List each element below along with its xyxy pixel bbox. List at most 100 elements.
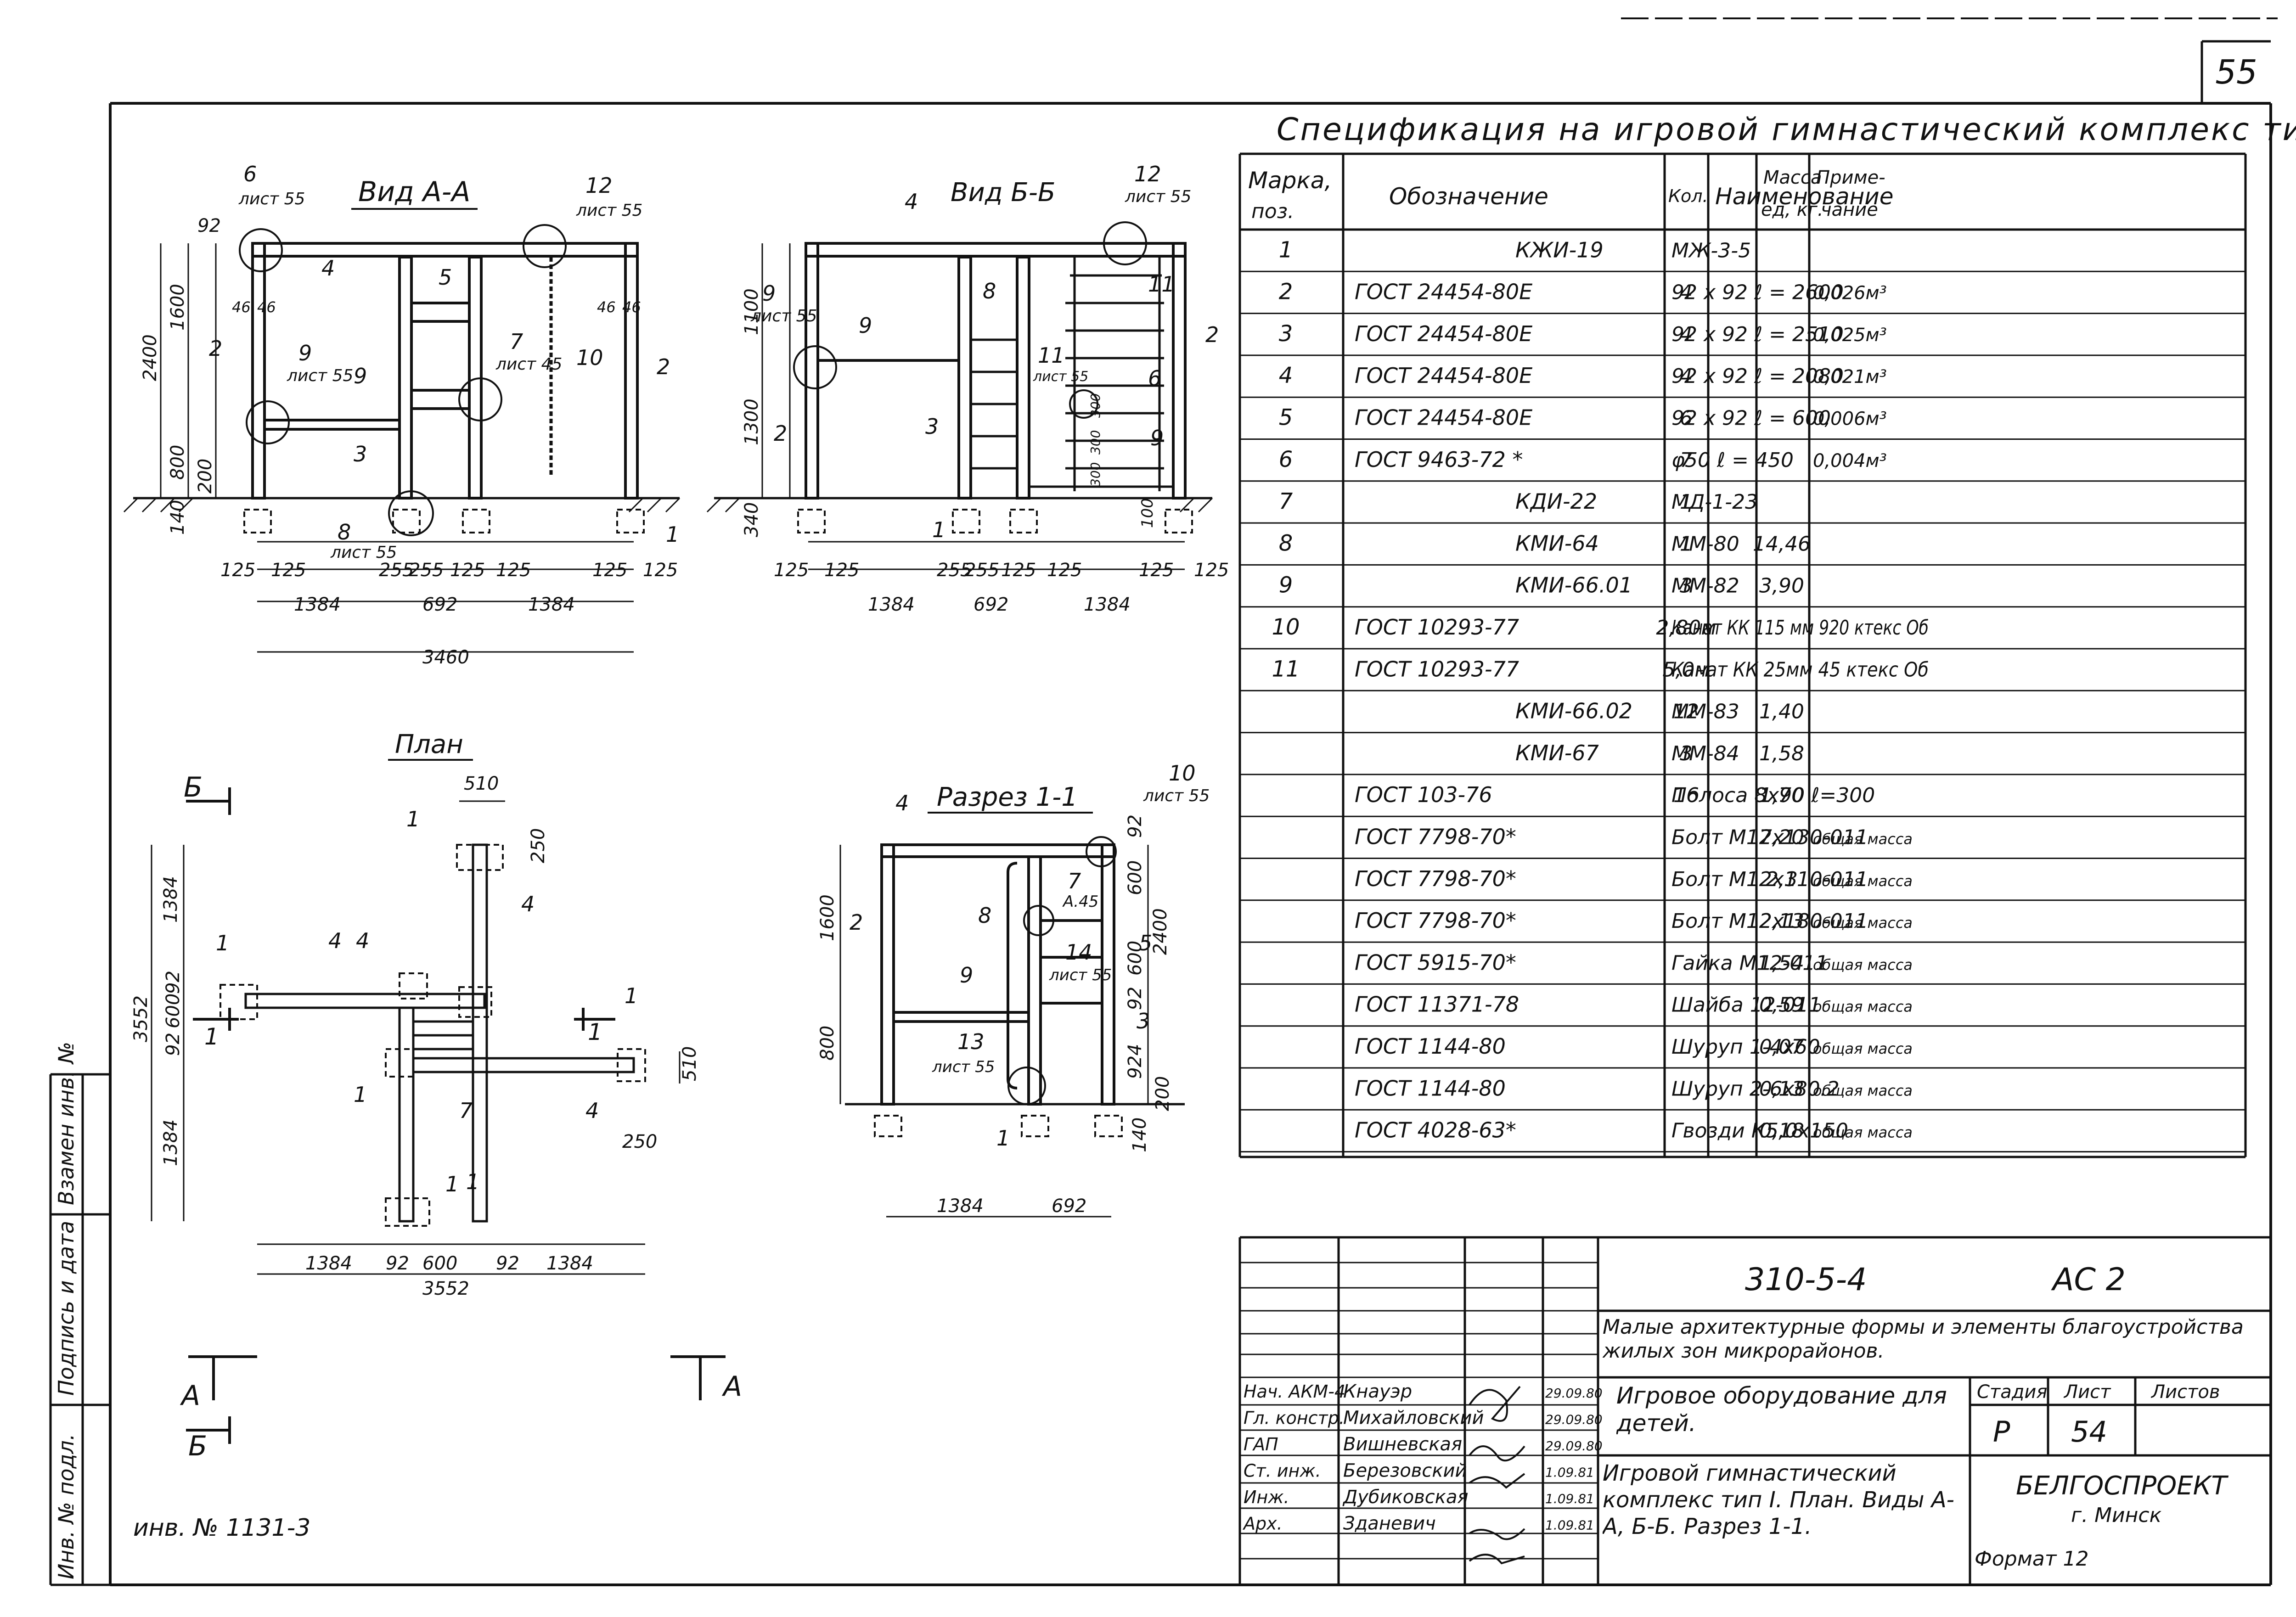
margin-inv-no: инв. № 1131-3 [133, 1514, 310, 1542]
dim-label: 1384 [294, 594, 341, 615]
spec-cell-designation: ГОСТ 5915-70* [1355, 950, 1516, 975]
leader-label: 6 [1148, 366, 1161, 391]
plan-title: План [395, 730, 463, 759]
dim-label: 255 [409, 560, 444, 581]
spec-cell-note: общая масса [1813, 998, 1913, 1016]
leader-label: лист 55 [330, 543, 397, 562]
spec-cell-name: Шуруп 2-6х80.2 [1671, 1077, 1840, 1100]
leader-label: лист 55 [750, 307, 817, 326]
dim-label: 510 [679, 1046, 700, 1081]
view-b-leaders: 4 12 лист 55 9 лист 55 9 8 11 лист 55 11… [750, 162, 1219, 542]
section-mark-a: А [721, 1370, 742, 1403]
leader-label: 8 [338, 520, 351, 545]
spec-cell-qty: 1 [1680, 532, 1693, 556]
spec-cell-mark: 1 [1279, 237, 1293, 263]
dim-label: 125 [1194, 560, 1229, 581]
signer-name: Кнауэр [1343, 1381, 1412, 1402]
page-number: 55 [2215, 53, 2257, 91]
spec-cell-designation: ГОСТ 103-76 [1355, 782, 1492, 807]
dim-label: 800 [817, 1026, 838, 1061]
dim-label: 92 [1125, 814, 1146, 838]
dim-label: 3552 [422, 1278, 469, 1299]
spec-cell-designation: КМИ-67 [1515, 741, 1599, 765]
sheet-value: 54 [2071, 1415, 2107, 1449]
dim-label: 250 [622, 1131, 657, 1152]
dim-label: 125 [592, 560, 627, 581]
dim-label: 125 [824, 560, 859, 581]
spec-cell-mass: 1,58 [1759, 742, 1804, 765]
signer-role: Инж. [1244, 1487, 1289, 1507]
spec-cell-note: общая масса [1813, 956, 1913, 973]
dim-label: 125 [1139, 560, 1174, 581]
signer-role: Нач. АКМ-4 [1244, 1381, 1345, 1402]
leader-label: 8 [983, 279, 996, 303]
dim-label: 1600 [817, 894, 838, 941]
spec-cell-note: общая масса [1813, 1124, 1913, 1141]
dim-label: 1384 [305, 1253, 352, 1274]
spec-cell-designation: ГОСТ 9463-72 * [1355, 447, 1523, 472]
spec-cell-designation: ГОСТ 24454-80Е [1355, 405, 1532, 430]
dim-label: 200 [1152, 1076, 1173, 1111]
view-a-leaders: 6 лист 55 12 лист 55 4 5 2 9 лист 55 9 7… [209, 162, 679, 562]
spec-cell-mark: 7 [1279, 488, 1293, 514]
spec-cell-designation: ГОСТ 7798-70* [1355, 824, 1516, 849]
leader-label: лист 55 [1125, 187, 1191, 206]
signer-name: Дубиковская [1342, 1487, 1469, 1508]
header-mark: Марка, [1248, 167, 1332, 194]
org-name: БЕЛГОСПРОЕКТ [2016, 1471, 2228, 1501]
spec-cell-note: 0,004м³ [1813, 450, 1887, 472]
title-block: 310-5-4 АС 2 Малые архитектурные формы и… [1238, 1236, 2271, 1585]
spec-cell-designation: ГОСТ 10293-77 [1355, 657, 1519, 681]
leader-label: 13 [957, 1029, 985, 1054]
spec-cell-name: ММ-82 [1671, 574, 1739, 598]
signer-role: Гл. констр. [1244, 1408, 1345, 1428]
spec-cell-name: 92 x 92 ℓ = 600 [1671, 406, 1831, 430]
spec-cell-name: Болт М12х110-011 [1671, 868, 1868, 891]
dim-label: 800 [167, 445, 188, 480]
spec-cell-designation: КДИ-22 [1515, 489, 1597, 514]
plan-leaders: 1 4 1 4 4 1 1 7 1 4 1 [216, 807, 638, 1196]
signer-date: 29.09.80 [1545, 1412, 1603, 1427]
dim-label: 92 [1125, 987, 1146, 1010]
spec-cell-mark: 8 [1279, 530, 1293, 556]
spec-cell-note: общая масса [1813, 1040, 1913, 1057]
spec-cell-qty: 1 [1680, 490, 1693, 514]
dim-label: 600 [422, 1253, 457, 1274]
spec-cell-mark: 5 [1279, 404, 1293, 430]
view-a-title: Вид А-А [358, 176, 470, 208]
leader-label: 9 [354, 364, 367, 388]
dim-label: 1384 [528, 594, 575, 615]
spec-cell-mark: 2 [1279, 279, 1293, 305]
leader-label: 9 [298, 341, 312, 365]
spec-cell-name: Болт М12х180-011 [1671, 910, 1868, 933]
dim-label: 92 [197, 215, 221, 236]
dim-label: 510 [464, 773, 499, 794]
doc-sheet-code: АС 2 [2051, 1262, 2126, 1298]
spec-header: Марка, поз. Обозначение Наименование Кол… [1248, 167, 1894, 223]
spec-cell-qty: 3 [1680, 574, 1693, 598]
spec-cell-mass: 2,13 [1759, 910, 1804, 933]
dim-label: 125 [496, 560, 531, 581]
dim-label: 125 [643, 560, 678, 581]
spec-cell-name: МЖ-3-5 [1671, 239, 1751, 262]
spec-cell-designation: ГОСТ 1144-80 [1355, 1034, 1506, 1059]
stage-label: Стадия [1977, 1381, 2047, 1403]
spec-cell-mass: 1,54 [1759, 951, 1804, 975]
dim-label: 200 [195, 459, 216, 494]
spec-cell-designation: ГОСТ 7798-70* [1355, 866, 1516, 891]
leader-label: 1 [466, 1169, 479, 1194]
spec-cell-designation: ГОСТ 1144-80 [1355, 1076, 1506, 1100]
dim-label: 2400 [1150, 908, 1171, 955]
sheets-label: Листов [2150, 1381, 2220, 1403]
leader-label: 1 [625, 983, 638, 1008]
spec-cell-mark: 10 [1272, 614, 1300, 640]
header-note: Приме- [1816, 167, 1885, 188]
leader-label: 10 [1169, 761, 1196, 786]
spec-cell-designation: ГОСТ 7798-70* [1355, 908, 1516, 933]
